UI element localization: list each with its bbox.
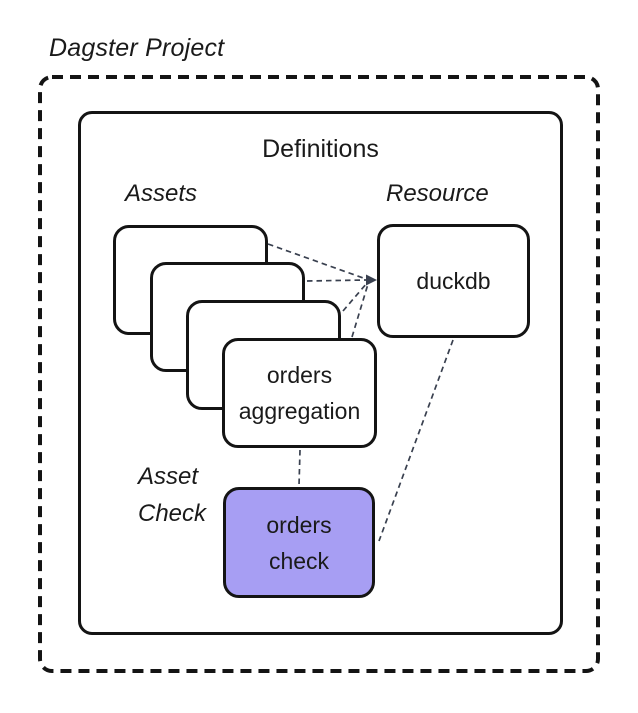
asset-check-label-line1: Asset [138, 463, 199, 490]
asset-node-label-line2: aggregation [238, 398, 361, 424]
asset-check-group-label: Asset Check [138, 458, 206, 532]
definitions-title: Definitions [262, 135, 379, 163]
asset-node-label-line1: orders [266, 362, 333, 388]
resource-node-duckdb: duckdb [377, 224, 530, 338]
asset-check-node-label-line1: orders [266, 511, 332, 538]
asset-check-label-line2: Check [138, 500, 207, 527]
asset-check-node-label-line2: check [268, 547, 330, 574]
resource-group-label: Resource [386, 180, 489, 207]
resource-node-label: duckdb [416, 268, 491, 294]
asset-node-orders-aggregation: orders aggregation [222, 338, 377, 448]
asset-check-node-orders-check: orders check [223, 487, 375, 598]
project-title: Dagster Project [49, 34, 225, 62]
assets-group-label: Assets [125, 180, 198, 207]
